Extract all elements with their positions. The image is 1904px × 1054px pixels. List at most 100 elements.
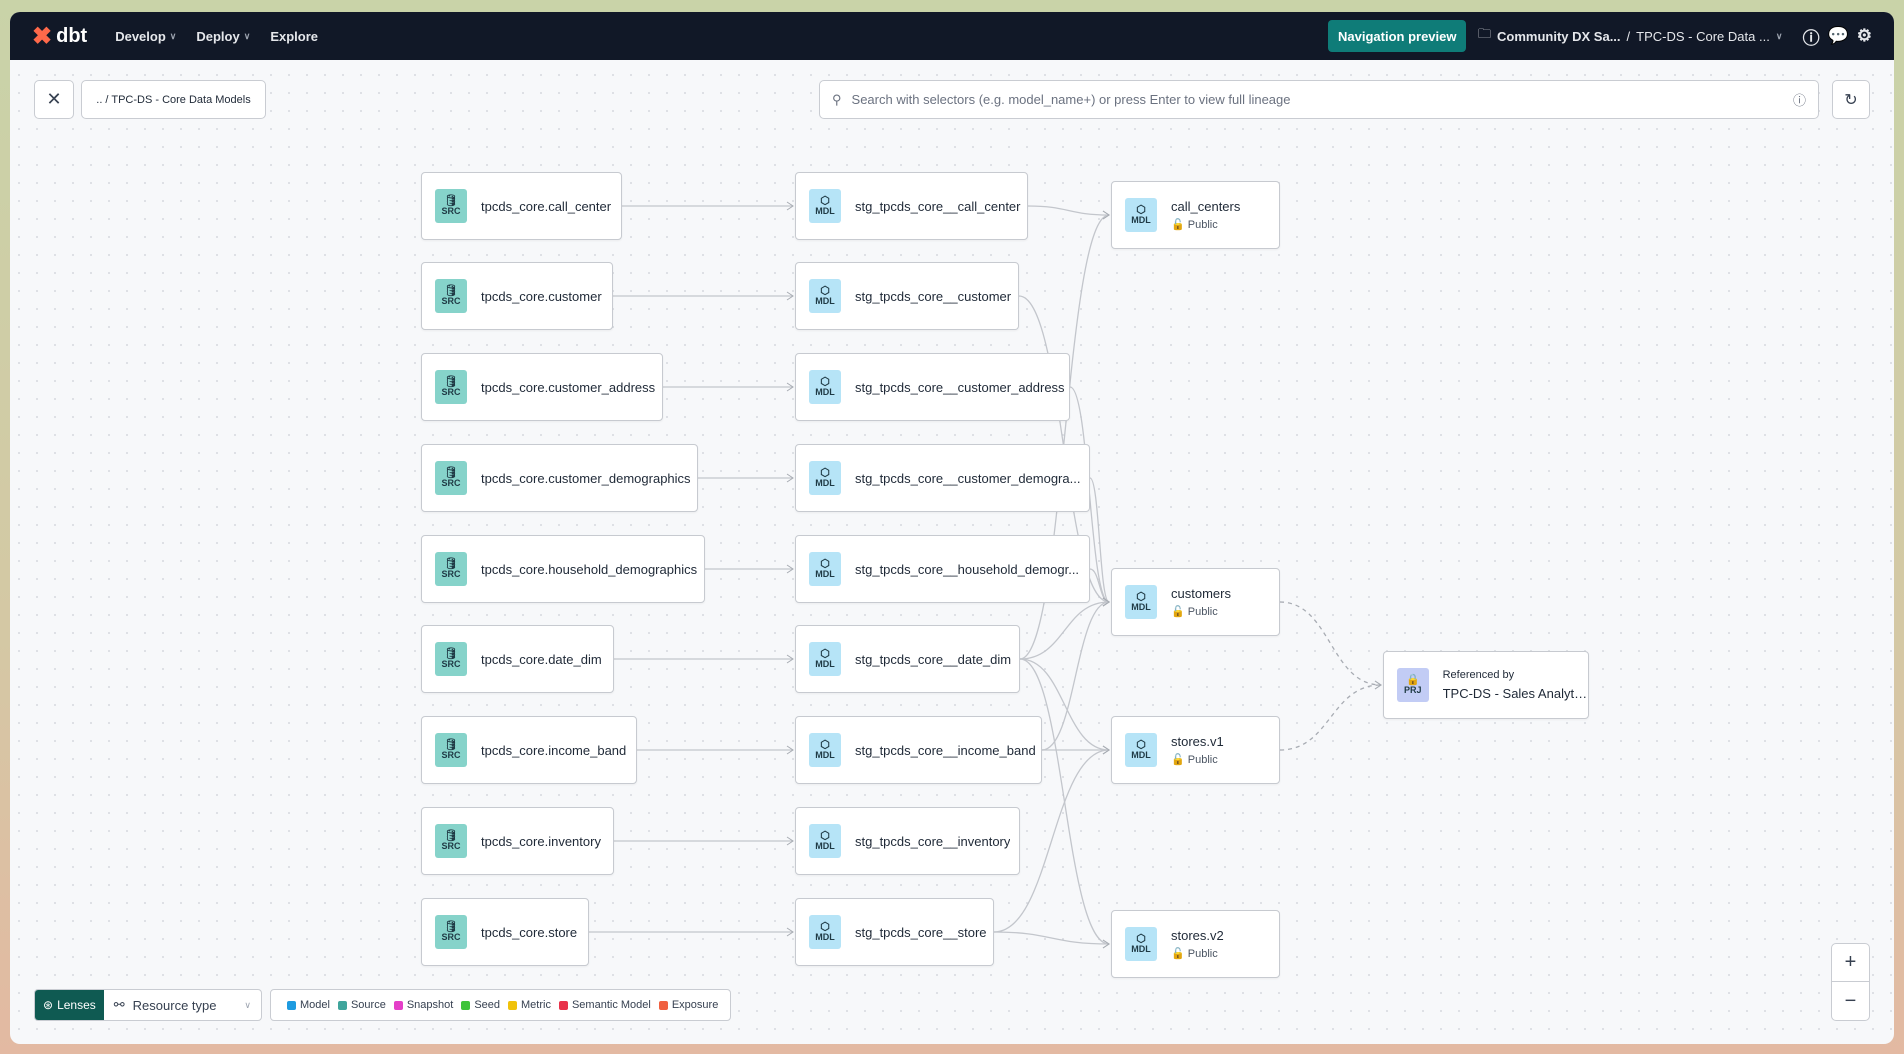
gear-icon[interactable]: ⚙ (1856, 26, 1872, 45)
node-label: stores.v1 (1171, 734, 1224, 749)
zoom-in-button[interactable]: + (1832, 944, 1869, 983)
badge-type: MDL (815, 841, 835, 852)
close-icon: ✕ (46, 89, 62, 109)
badge-type: PRJ (1404, 685, 1422, 696)
badge-type: MDL (815, 659, 835, 670)
node-caption: Referenced by (1442, 669, 1515, 681)
mdl-badge: ⬡MDL (809, 279, 841, 313)
refresh-button[interactable]: ↻ (1832, 80, 1870, 119)
node-label: stg_tpcds_core__date_dim (855, 651, 1012, 667)
node-label: stg_tpcds_core__household_demogr... (855, 561, 1080, 577)
graph-icon: ⚯ (113, 997, 125, 1012)
edge-arrowhead (786, 745, 794, 755)
edge-arrowhead (1102, 597, 1110, 607)
legend-item: Seed (461, 999, 500, 1011)
edge-arrowhead (1374, 680, 1382, 690)
legend-swatch (461, 1000, 471, 1010)
zoom-out-button[interactable]: − (1844, 989, 1857, 1012)
node-label: tpcds_core.household_demographics (481, 561, 698, 577)
node-text: tpcds_core.inventory (481, 834, 601, 849)
dbt-logo[interactable]: ✖dbt (32, 22, 88, 50)
lenses-button[interactable]: ⊛Lenses (35, 990, 104, 1020)
badge-type: SRC (441, 387, 461, 398)
legend-swatch (558, 1000, 568, 1010)
search-input[interactable] (851, 92, 1783, 107)
resource-type-select[interactable]: ⚯Resource type∨ (113, 997, 251, 1013)
access-label: 🔓 Public (1171, 219, 1218, 231)
info-icon[interactable]: ⓘ (1792, 93, 1806, 108)
close-button[interactable]: ✕ (34, 80, 74, 119)
edge-arrowhead (786, 473, 794, 483)
node-label: tpcds_core.store (481, 924, 578, 940)
nav-explore[interactable]: Explore (270, 28, 318, 44)
src-badge: 🛢SRC (435, 189, 467, 223)
node-label: TPC-DS - Sales Analytics (1442, 686, 1588, 701)
badge-type: MDL (815, 478, 835, 489)
badge-type: SRC (441, 841, 461, 852)
lineage-edge (1089, 477, 1110, 603)
node-text: call_centers🔓 Public (1171, 199, 1240, 231)
legend-swatch (393, 1000, 403, 1010)
mdl-badge: ⬡MDL (1125, 733, 1157, 767)
node-text: stores.v2🔓 Public (1171, 928, 1224, 960)
legend-item: Model (287, 999, 330, 1011)
database-icon: 🛢 (444, 467, 458, 479)
database-icon: 🛢 (444, 558, 458, 570)
badge-type: SRC (441, 296, 461, 307)
lineage-edge (1279, 601, 1382, 686)
badge-type: SRC (441, 932, 461, 943)
legend-label: Metric (521, 999, 551, 1011)
legend-item: Semantic Model (558, 999, 651, 1011)
edge-arrowhead (1102, 597, 1110, 607)
src-badge: 🛢SRC (435, 642, 467, 676)
chevron-down-icon: ∨ (243, 30, 251, 41)
help-icon[interactable]: ⓘ (1802, 28, 1820, 48)
resource-legend: Model Source Snapshot Seed Metric Semantic Mo… (270, 989, 731, 1021)
edge-arrowhead (786, 927, 794, 937)
legend-item: Source (337, 999, 386, 1011)
breadcrumb[interactable]: .. / TPC-DS - Core Data Models (81, 80, 266, 119)
node-label: stg_tpcds_core__customer_demogra... (855, 470, 1081, 486)
node-text: stg_tpcds_core__income_band (855, 743, 1036, 758)
cube-icon: ⬡ (820, 558, 830, 570)
feedback-icon[interactable]: 💬 (1827, 26, 1849, 45)
edge-arrowhead (786, 654, 794, 664)
badge-type: MDL (815, 387, 835, 398)
database-icon: 🛢 (444, 195, 458, 207)
cube-icon: ⬡ (820, 739, 830, 751)
database-icon: 🛢 (444, 285, 458, 297)
badge-type: MDL (1131, 944, 1151, 955)
edge-arrowhead (1102, 597, 1110, 607)
legend-label: Snapshot (406, 999, 454, 1011)
cube-icon: ⬡ (820, 285, 830, 297)
lenses-control: ⊛Lenses ⚯Resource type∨ (34, 989, 262, 1021)
nav-deploy[interactable]: Deploy∨ (196, 28, 251, 44)
navigation-preview-button[interactable]: Navigation preview (1328, 20, 1467, 52)
badge-type: MDL (815, 296, 835, 307)
nav-develop[interactable]: Develop∨ (115, 28, 177, 44)
project-selector[interactable]: 🗀 Community DX Sa... / TPC-DS - Core Dat… (1478, 12, 1782, 60)
